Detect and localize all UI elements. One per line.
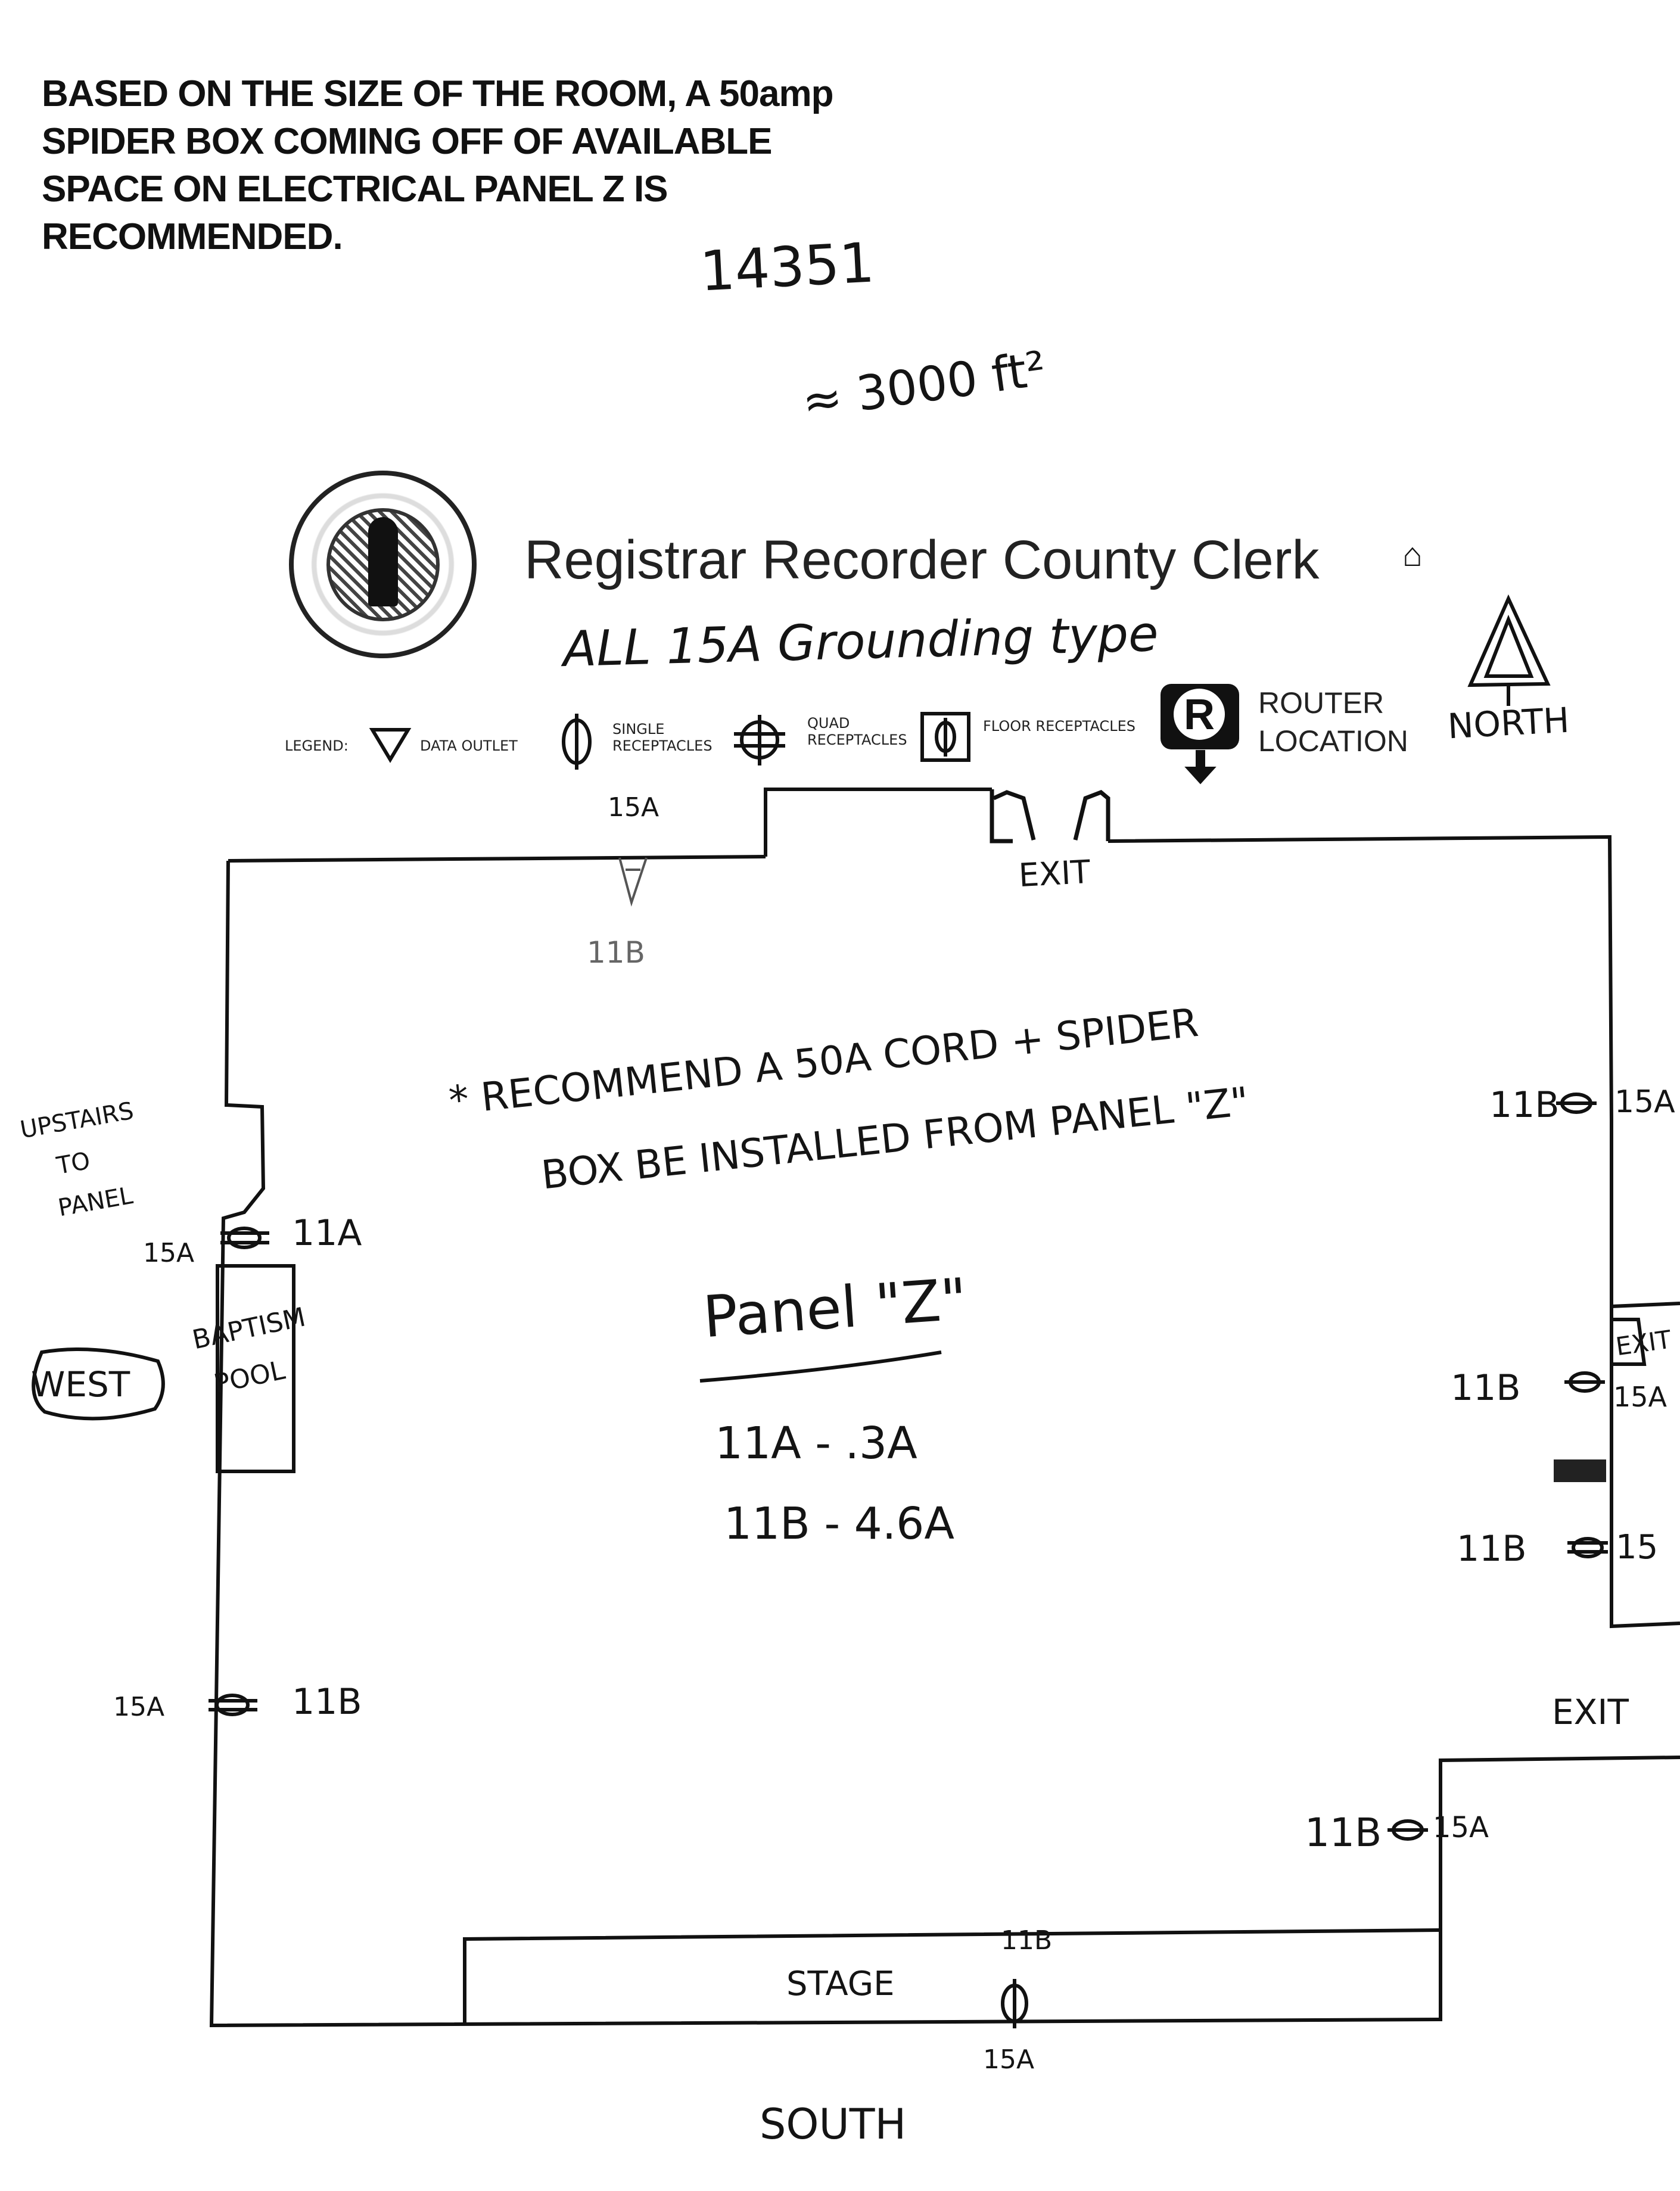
stage-label: STAGE [786, 1965, 895, 2003]
legend-single-line: SINGLE [612, 721, 665, 737]
note-line: BASED ON THE SIZE OF THE ROOM, A 50amp [42, 73, 833, 114]
legend-quad-line: RECEPTACLES [807, 732, 907, 748]
router-line: LOCATION [1258, 724, 1408, 758]
east1-outlet-amps: 15A [1614, 1084, 1675, 1120]
south-label: SOUTH [760, 2100, 907, 2149]
west-label-outline [32, 1347, 165, 1421]
stage-outlet-amps: 15A [983, 2044, 1035, 2075]
recommendation-note: BASED ON THE SIZE OF THE ROOM, A 50amp S… [42, 70, 876, 261]
east1-outlet-circuit: 11B [1489, 1084, 1560, 1126]
home-icon: ⌂ [1402, 536, 1423, 573]
legend-quad: QUAD RECEPTACLES [807, 715, 907, 748]
west-upper-outlet-amps: 15A [143, 1238, 195, 1268]
page-title: Registrar Recorder County Clerk [524, 530, 1320, 590]
panel-load-11a: 11A - .3A [715, 1418, 917, 1469]
north-arrow-icon [1467, 594, 1551, 706]
legend-label: LEGEND: [285, 737, 349, 754]
legend-symbols [369, 712, 1217, 785]
east2-outlet-circuit: 11B [1451, 1367, 1521, 1409]
top-outlet-circuit: 11B [587, 935, 645, 970]
legend-single-line: RECEPTACLES [612, 737, 713, 754]
west-upper-receptacle-icon [227, 1227, 262, 1249]
legend-single: SINGLE RECEPTACLES [612, 721, 713, 754]
legend-data-outlet: DATA OUTLET [420, 737, 518, 754]
top-receptacle-icon [618, 857, 648, 907]
top-exit-label: EXIT [1018, 852, 1091, 895]
west-lower-receptacle-icon [215, 1694, 250, 1716]
room-outline [209, 788, 1680, 2028]
east4-outlet-circuit: 11B [1305, 1810, 1382, 1856]
east-exit-box [1611, 1318, 1647, 1366]
wall-receptacles [209, 1093, 1608, 2028]
note-line: SPACE ON ELECTRICAL PANEL Z IS [42, 169, 668, 210]
seal-figure-icon [368, 517, 398, 606]
router-icon: R [1161, 684, 1239, 749]
upstairs-to-panel-label: UPSTAIRS TO PANEL [17, 1090, 151, 1233]
router-line: ROUTER [1258, 686, 1385, 720]
east4-outlet-amps: 15A [1433, 1811, 1489, 1844]
west-lower-outlet-circuit: 11B [292, 1681, 362, 1723]
east3-outlet-amps: 15 [1616, 1528, 1659, 1567]
stage-outlet-circuit: 11B [1001, 1925, 1053, 1956]
west-label: WEST [31, 1364, 130, 1405]
panel-underline [699, 1350, 942, 1383]
west-lower-outlet-amps: 15A [113, 1692, 165, 1722]
east2-outlet-amps: 15A [1613, 1381, 1667, 1413]
note-line: SPIDER BOX COMING OFF OF AVAILABLE [42, 121, 773, 162]
east3-outlet-circuit: 11B [1457, 1528, 1527, 1570]
east3-receptacle-icon [1572, 1537, 1604, 1558]
panel-load-11b: 11B - 4.6A [724, 1498, 954, 1549]
west-upper-outlet-circuit: 11A [292, 1212, 362, 1254]
legend-quad-line: QUAD [807, 715, 850, 732]
top-outlet-amps: 15A [608, 792, 659, 823]
floor-receptacle-icon [920, 712, 970, 762]
top-exit-door [990, 789, 1110, 844]
data-outlet-icon [369, 728, 412, 763]
router-letter: R [1174, 689, 1225, 740]
router-location-label: ROUTER LOCATION [1258, 684, 1408, 760]
note-line: RECOMMENDED. [42, 216, 343, 257]
legend-floor: FLOOR RECEPTACLES [983, 718, 1135, 735]
county-seal-logo [289, 471, 477, 658]
floor-box-icon [1554, 1459, 1606, 1482]
east-exit-label: EXIT [1552, 1692, 1629, 1732]
